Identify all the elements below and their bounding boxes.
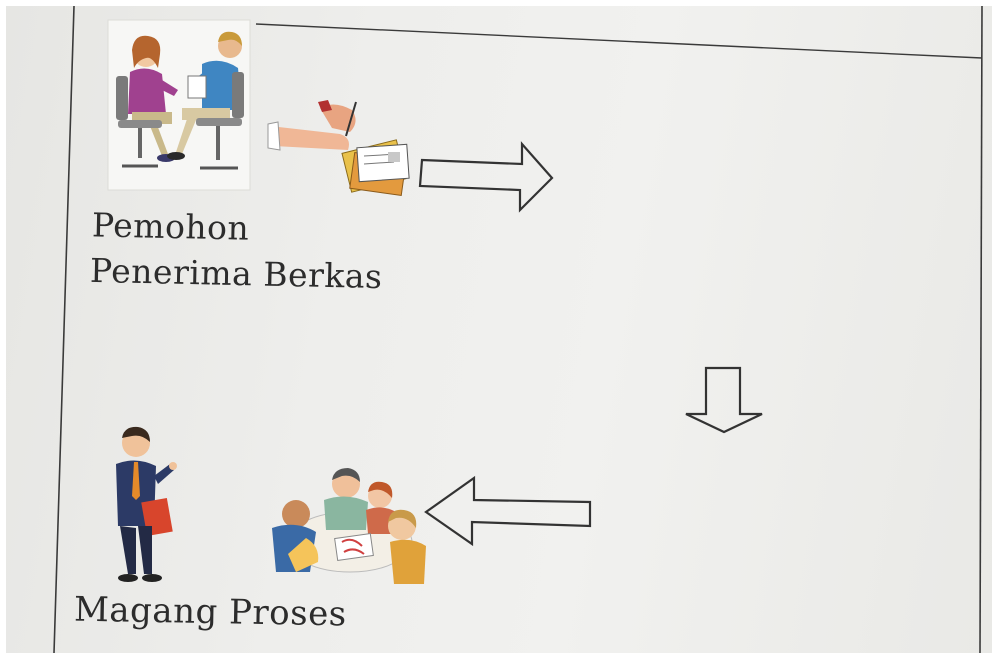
group-meeting-illustration [272,468,426,584]
interview-illustration [107,19,251,191]
arrow-down [685,366,763,434]
presenter-illustration [116,426,177,582]
document-photo: Pemohon Penerima Berkas Magang Proses [6,6,992,653]
arrow-right [418,141,554,213]
document-handover-illustration [267,100,410,197]
caption-receiver: Penerima Berkas [89,250,383,297]
caption-applicant: Pemohon [91,205,250,248]
flow-diagram [53,6,983,653]
page-frame [53,6,983,653]
arrow-left [424,475,592,547]
caption-intern-process: Magang Proses [73,589,348,635]
